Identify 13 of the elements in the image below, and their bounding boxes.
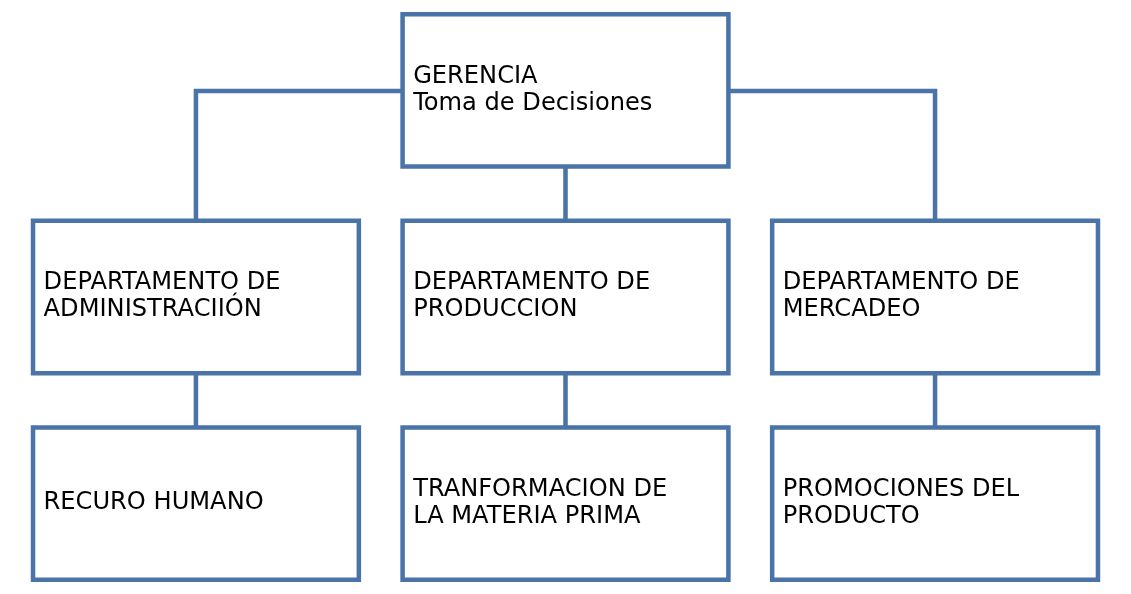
node-box: DEPARTAMENTO DE PRODUCCION [400,218,731,376]
connector [932,373,938,427]
node-box: TRANFORMACION DE LA MATERIA PRIMA [400,425,731,583]
connector [563,166,568,221]
node-box: GERENCIA Toma de Decisiones [400,11,731,169]
node-box: RECURO HUMANO [30,425,362,583]
connector [193,373,199,427]
connector [193,88,403,221]
node-box: PROMOCIONES DEL PRODUCTO [769,425,1101,583]
node-box: DEPARTAMENTO DE ADMINISTRACIIÓN [30,218,362,376]
connector [563,373,568,427]
connector [728,88,938,221]
node-box: DEPARTAMENTO DE MERCADEO [769,218,1101,376]
